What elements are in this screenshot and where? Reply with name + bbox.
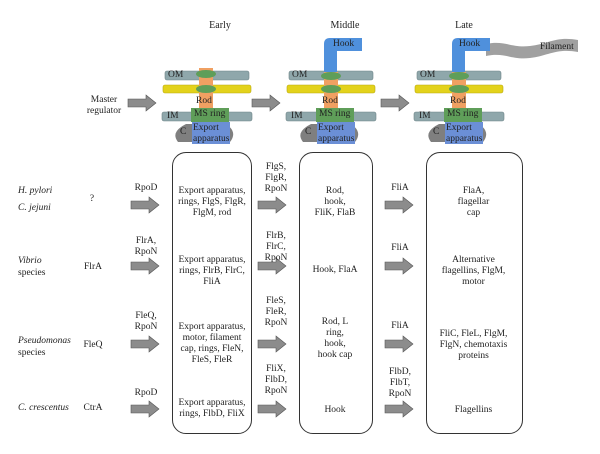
organism-name-4: C. crescentus <box>18 403 69 413</box>
flagellar-structure-diagram <box>127 38 578 144</box>
rod-label-early: Rod <box>196 96 212 106</box>
middle-genes-2: Hook, FlaA <box>312 265 358 275</box>
im-label-middle: IM <box>291 111 303 121</box>
late-structure <box>413 38 578 144</box>
late-factor-2: FliA <box>391 243 409 253</box>
export-apparatus <box>192 122 230 144</box>
master-regulator-2: FlrA <box>84 262 102 272</box>
early-factor-2: FlrA,RpoN <box>134 236 158 257</box>
om-label-early: OM <box>168 70 184 80</box>
middle-genes-panel <box>299 152 373 434</box>
early-genes-4: Export apparatus,rings, FlbD, FliX <box>178 398 246 419</box>
early-genes-1: Export apparatus,rings, FlgS, FlgR,FlgM,… <box>178 186 246 218</box>
filament <box>486 38 578 59</box>
p-ring <box>196 85 216 93</box>
c-label-middle: C <box>305 127 312 137</box>
early-factor-1: RpoD <box>134 183 158 193</box>
im-label-early: IM <box>167 111 179 121</box>
om-label-middle: OM <box>292 70 308 80</box>
rod-label-late: Rod <box>450 96 466 106</box>
stage-title-late: Late <box>455 20 473 31</box>
organism-name-1b: C. jejuni <box>18 203 51 213</box>
organism-name-1a: H. pylori <box>18 186 53 196</box>
late-factor-1: FliA <box>391 183 409 193</box>
middle-factor-4: FliX,FlbD,RpoN <box>264 364 288 396</box>
early-factor-4: RpoD <box>134 388 158 398</box>
l-ring <box>196 70 216 78</box>
im-label-late: IM <box>419 111 431 121</box>
early-genes-panel <box>172 152 252 434</box>
ms-ring-label-late: MS ring <box>447 109 479 119</box>
om-label-late: OM <box>420 70 436 80</box>
early-genes-2: Export apparatus,rings, FlrB, FlrC,FliA <box>178 255 246 287</box>
hook <box>324 38 362 72</box>
master-regulator-label: Master regulator <box>68 95 140 117</box>
master-regulator-line1: Master <box>90 95 118 105</box>
master-regulator-1: ? <box>89 194 95 204</box>
late-factor-3: FliA <box>391 321 409 331</box>
middle-genes-4: Hook <box>324 405 346 415</box>
organism-name-2a: Vibrio <box>18 256 42 266</box>
early-factor-3: FleQ,RpoN <box>134 311 158 332</box>
hook-label-middle: Hook <box>333 39 355 49</box>
ms-ring-label-early: MS ring <box>194 109 226 119</box>
middle-factor-1: FlgS,FlgR,RpoN <box>264 162 288 194</box>
late-genes-4: Flagellins <box>454 405 493 415</box>
middle-genes-1: Rod,hook,FliK, FlaB <box>314 186 356 218</box>
organism-name-3a: Pseudomonas <box>18 336 71 346</box>
ms-ring-label-middle: MS ring <box>319 109 351 119</box>
organism-name-3b: species <box>18 348 46 358</box>
master-regulator-3: FleQ <box>83 340 103 350</box>
early-structure <box>161 68 253 144</box>
filament-label: Filament <box>540 42 574 52</box>
middle-factor-3: FleS,FleR,RpoN <box>264 296 288 328</box>
late-genes-panel <box>426 152 523 434</box>
stage-title-middle: Middle <box>330 20 360 31</box>
c-label-early: C <box>180 127 187 137</box>
stage-title-early: Early <box>209 20 231 31</box>
late-factor-4: FlbD,FlbT,RpoN <box>388 367 412 399</box>
ms-ring <box>191 108 229 122</box>
middle-factor-2: FlrB,FlrC,RpoN <box>264 231 288 263</box>
organism-name-2b: species <box>18 268 46 278</box>
master-regulator-4: CtrA <box>83 403 103 413</box>
rod-label-middle: Rod <box>322 96 338 106</box>
hook-label-late: Hook <box>459 39 481 49</box>
middle-structure <box>285 38 377 144</box>
c-label-late: C <box>433 127 440 137</box>
master-regulator-line2: regulator <box>86 106 122 116</box>
